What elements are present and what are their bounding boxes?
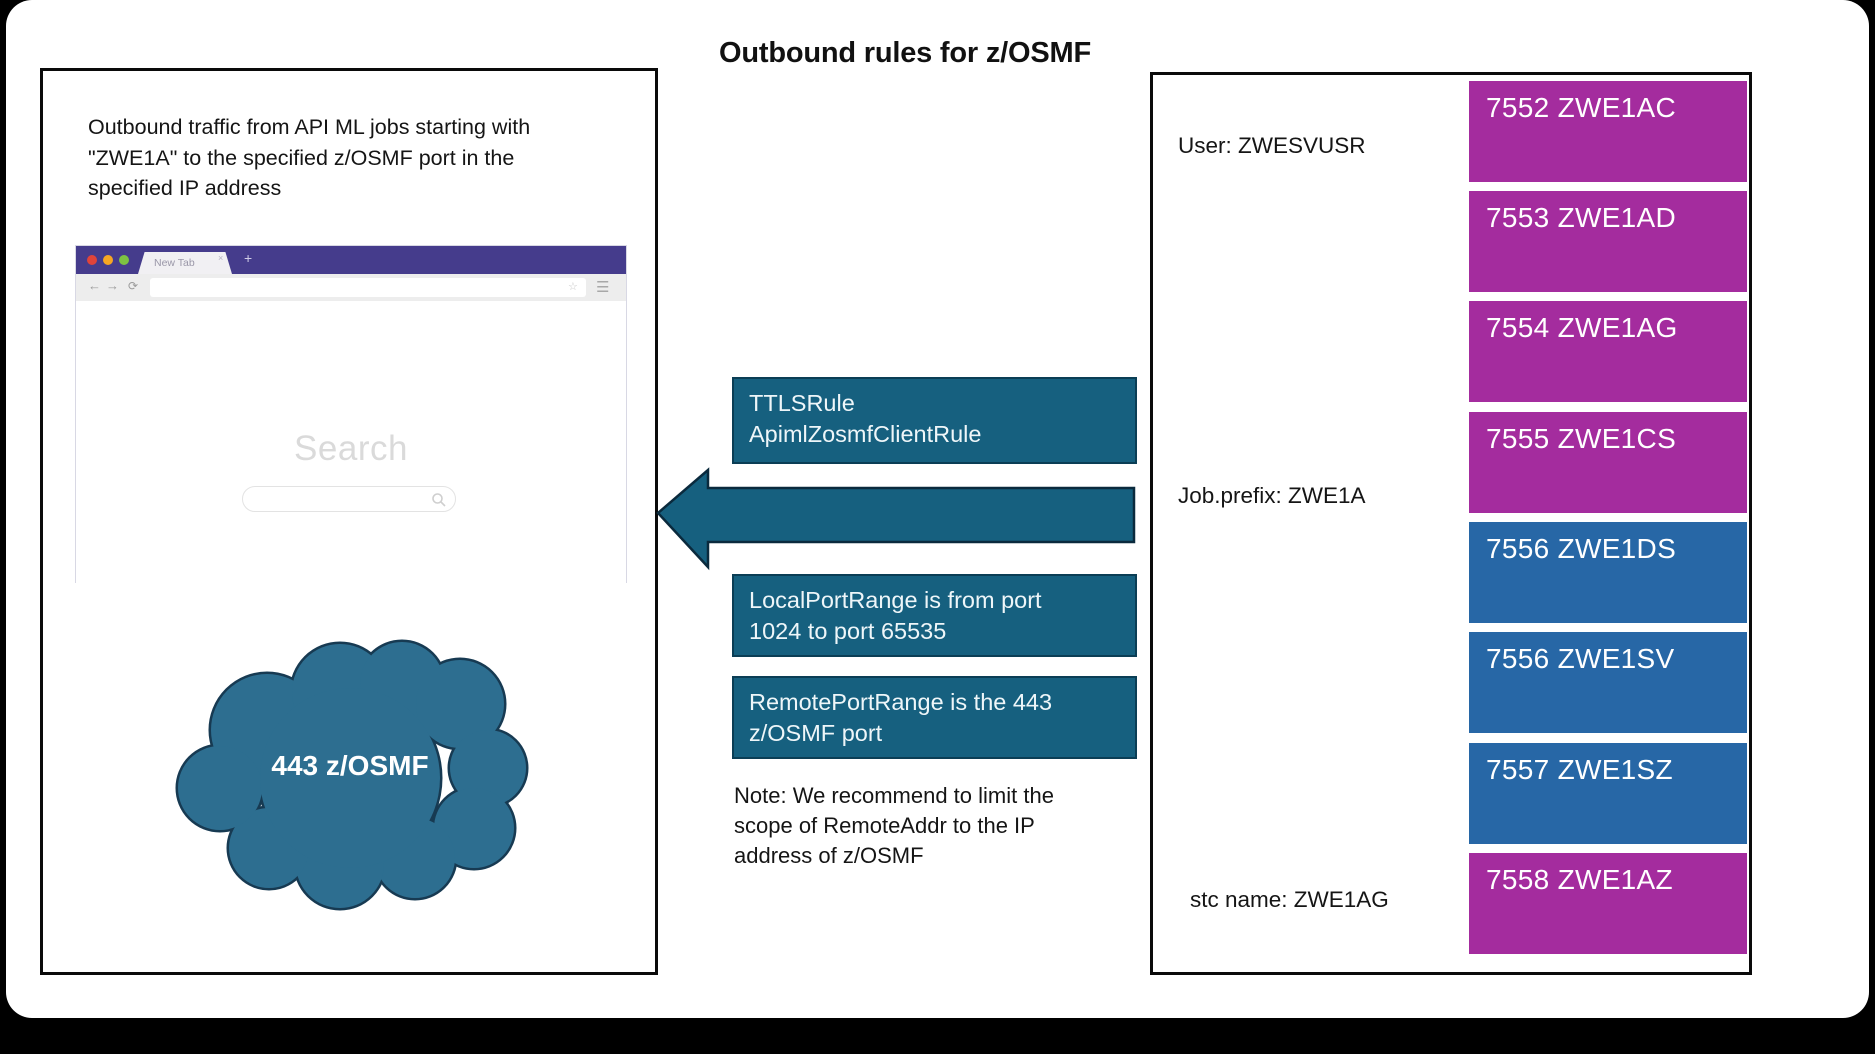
reload-icon[interactable]: ⟳ bbox=[128, 279, 139, 293]
rule-line-1: TTLSRule bbox=[749, 390, 855, 416]
remote-addr-note: Note: We recommend to limit the scope of… bbox=[734, 783, 1054, 869]
search-icon bbox=[432, 493, 446, 507]
window-minimize-dot-icon[interactable] bbox=[103, 255, 113, 265]
zosmf-cloud: 443 z/OSMF bbox=[172, 632, 528, 910]
port-box-7553-zwe1ad: 7553 ZWE1AD bbox=[1469, 191, 1747, 292]
port-box-7556-zwe1sv: 7556 ZWE1SV bbox=[1469, 632, 1747, 733]
browser-content: Search bbox=[76, 301, 626, 583]
port-box-7557-zwe1sz: 7557 ZWE1SZ bbox=[1469, 743, 1747, 844]
browser-tab-label: New Tab bbox=[154, 257, 195, 269]
url-input[interactable] bbox=[150, 278, 586, 297]
cloud-port-label: 443 z/OSMF bbox=[271, 750, 429, 781]
browser-titlebar: New Tab × + bbox=[76, 246, 626, 274]
left-arrow-shape bbox=[656, 467, 1136, 571]
left-arrow bbox=[656, 466, 1136, 571]
remote-port-line-1: RemotePortRange is the 443 bbox=[749, 689, 1053, 715]
local-port-range-box: LocalPortRange is from port 1024 to port… bbox=[732, 574, 1137, 657]
window-close-dot-icon[interactable] bbox=[87, 255, 97, 265]
port-box-7552-zwe1ac: 7552 ZWE1AC bbox=[1469, 81, 1747, 182]
search-engine-logo-text: Search bbox=[294, 429, 408, 468]
window-maximize-dot-icon[interactable] bbox=[119, 255, 129, 265]
local-port-line-1: LocalPortRange is from port bbox=[749, 587, 1042, 613]
port-box-7556-zwe1ds: 7556 ZWE1DS bbox=[1469, 522, 1747, 623]
forward-icon[interactable]: → bbox=[106, 278, 119, 293]
port-box-7554-zwe1ag: 7554 ZWE1AG bbox=[1469, 301, 1747, 402]
port-box-7558-zwe1az: 7558 ZWE1AZ bbox=[1469, 853, 1747, 954]
port-box-7555-zwe1cs: 7555 ZWE1CS bbox=[1469, 412, 1747, 513]
job-prefix-label: Job.prefix: ZWE1A bbox=[1178, 483, 1366, 508]
new-tab-icon[interactable]: + bbox=[244, 250, 253, 266]
browser-tab[interactable]: New Tab bbox=[138, 252, 232, 274]
user-label: User: ZWESVUSR bbox=[1178, 133, 1366, 158]
stc-name-label: stc name: ZWE1AG bbox=[1190, 887, 1389, 912]
bookmark-star-icon[interactable]: ☆ bbox=[568, 281, 578, 293]
page-title: Outbound rules for z/OSMF bbox=[719, 37, 1091, 70]
browser-mockup: New Tab × + ← → ⟳ ☆ ☰ Search bbox=[75, 245, 627, 583]
remote-port-range-box: RemotePortRange is the 443 z/OSMF port bbox=[732, 676, 1137, 759]
left-panel-description: Outbound traffic from API ML jobs starti… bbox=[88, 115, 531, 201]
rule-line-2: ApimlZosmfClientRule bbox=[749, 421, 982, 448]
back-icon[interactable]: ← bbox=[88, 278, 101, 293]
remote-port-line-2: z/OSMF port bbox=[749, 720, 883, 747]
local-port-line-2: 1024 to port 65535 bbox=[749, 618, 947, 645]
tab-close-icon[interactable]: × bbox=[218, 253, 224, 263]
browser-navbar: ← → ⟳ ☆ ☰ bbox=[76, 274, 626, 301]
hamburger-menu-icon[interactable]: ☰ bbox=[596, 279, 610, 296]
ttls-rule-box: TTLSRule ApimlZosmfClientRule bbox=[732, 377, 1137, 464]
search-input[interactable] bbox=[242, 486, 456, 512]
